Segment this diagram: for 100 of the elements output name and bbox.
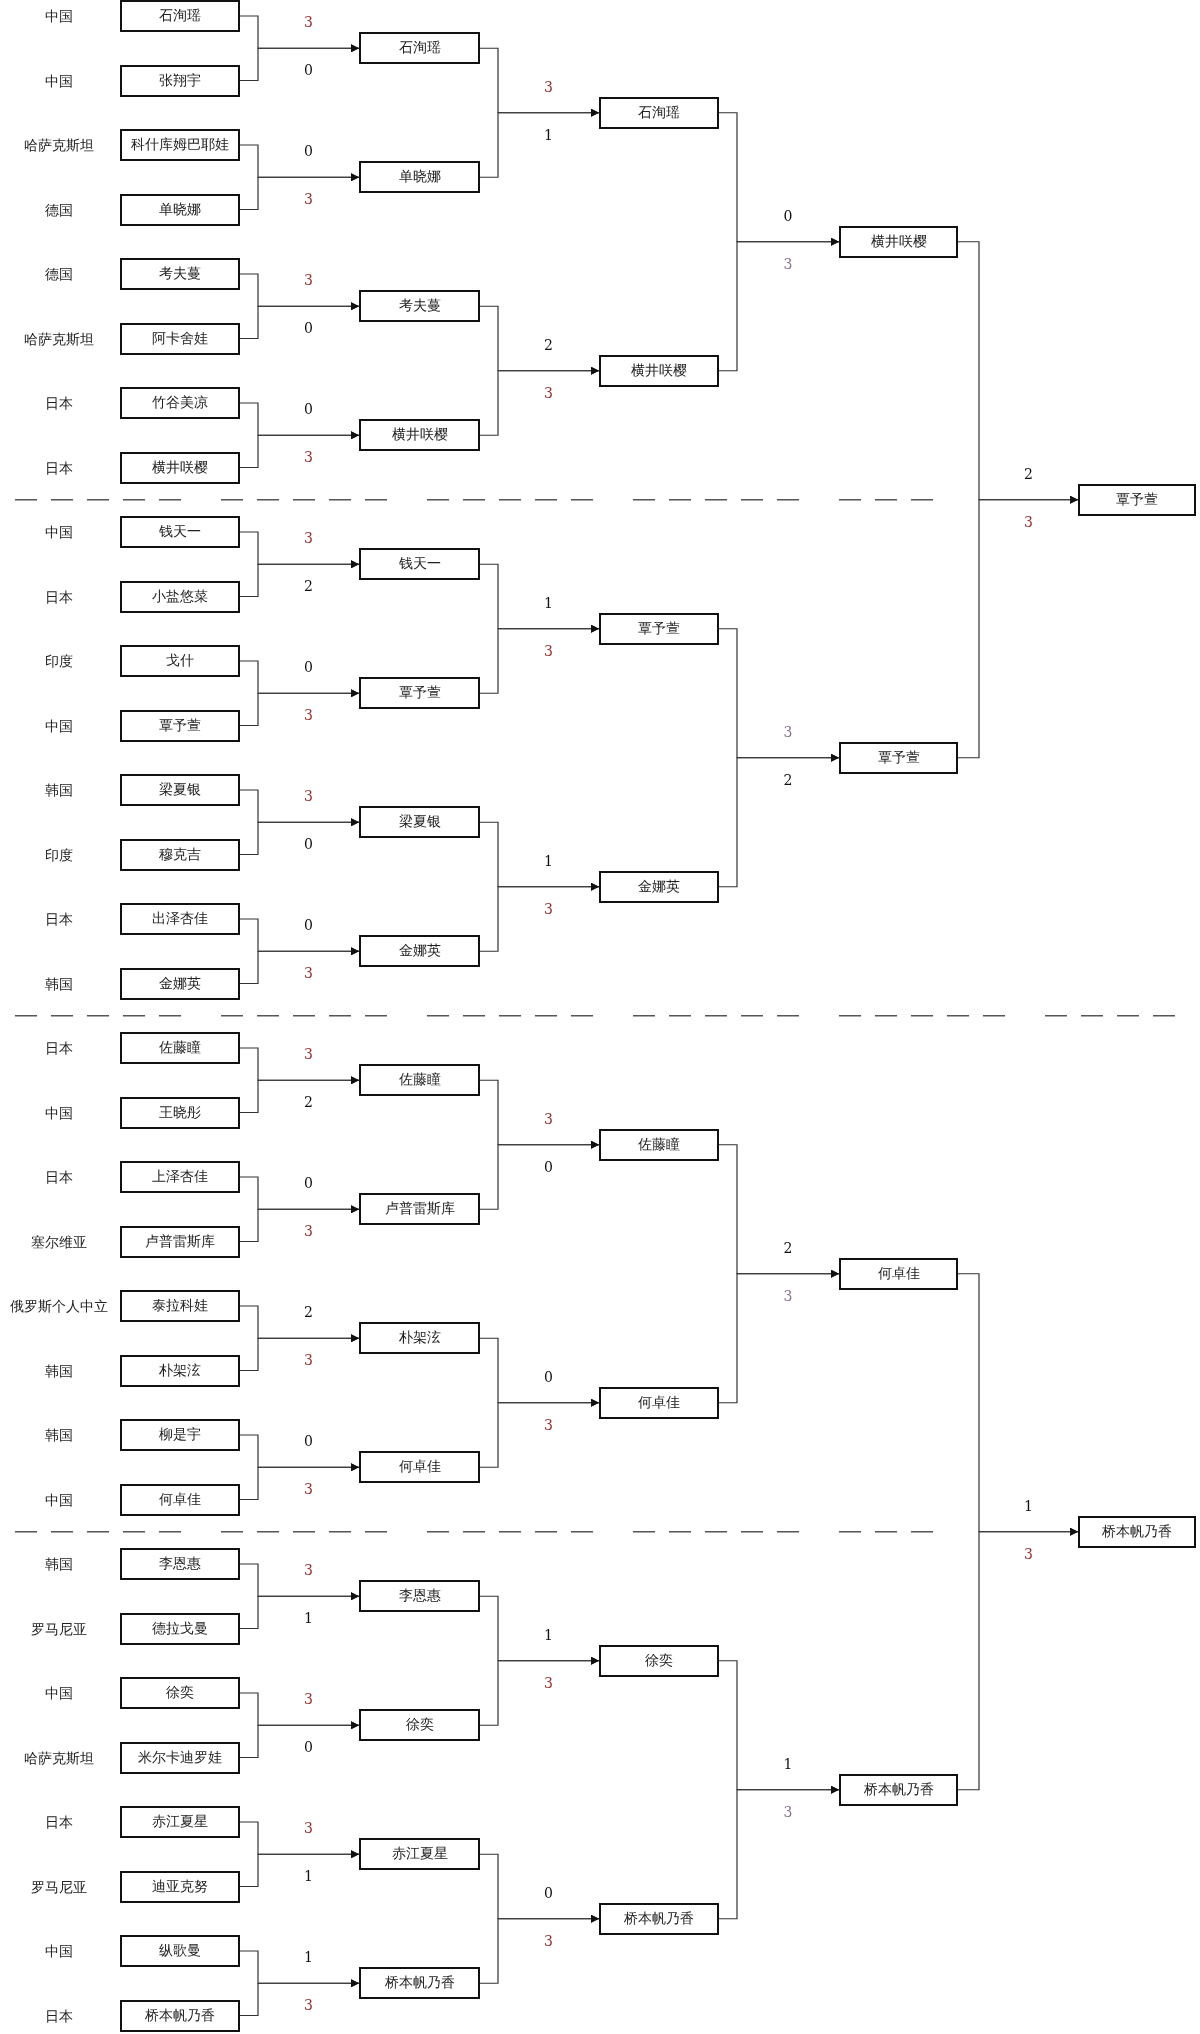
bracket-connector bbox=[957, 1527, 1079, 1791]
bracket-connector bbox=[239, 818, 360, 856]
player-box: 横井咲樱 bbox=[359, 419, 480, 452]
player-box: 张翔宇 bbox=[120, 64, 240, 97]
player-box: 桥本帆乃香 bbox=[599, 1902, 719, 1935]
player-box: 考夫蔓 bbox=[120, 258, 240, 290]
bracket-connector bbox=[479, 882, 600, 952]
player-box: 阿卡舍娃 bbox=[120, 322, 240, 355]
player-box: 金娜英 bbox=[359, 935, 480, 968]
player-box: 朴架泫 bbox=[359, 1322, 480, 1355]
player-box: 李恩惠 bbox=[120, 1548, 240, 1580]
player-box: 考夫蔓 bbox=[359, 290, 480, 323]
country-label: 中国 bbox=[44, 7, 74, 25]
player-box: 钱天一 bbox=[120, 516, 240, 548]
player-box: 上泽杏佳 bbox=[120, 1161, 240, 1193]
player-box: 佐藤瞳 bbox=[359, 1064, 480, 1097]
bracket-connector bbox=[718, 1269, 840, 1404]
player-box: 何卓佳 bbox=[839, 1257, 958, 1290]
bracket-connector bbox=[239, 302, 360, 340]
player-box: 佐藤瞳 bbox=[599, 1128, 719, 1161]
player-box: 徐奕 bbox=[359, 1709, 480, 1742]
country-label: 哈萨克斯坦 bbox=[23, 1748, 95, 1767]
bracket-connector bbox=[239, 1721, 360, 1759]
player-box: 徐奕 bbox=[599, 1644, 719, 1677]
player-box: 桥本帆乃香 bbox=[120, 1999, 240, 2032]
bracket-connector bbox=[239, 173, 360, 211]
bracket-connector bbox=[718, 1785, 840, 1920]
score-label: 3 bbox=[542, 1110, 555, 1127]
bracket-connector bbox=[479, 366, 600, 436]
bracket-connector bbox=[239, 947, 360, 985]
score-label: 2 bbox=[542, 336, 555, 353]
score-label: 0 bbox=[781, 207, 795, 224]
player-box: 卢普雷斯库 bbox=[359, 1193, 480, 1226]
player-box: 覃予萱 bbox=[599, 612, 719, 645]
score-label: 3 bbox=[781, 1287, 795, 1304]
score-label: 2 bbox=[781, 1239, 795, 1256]
bracket-connector bbox=[479, 108, 600, 178]
score-label: 0 bbox=[542, 1884, 555, 1901]
player-box: 桥本帆乃香 bbox=[839, 1773, 958, 1806]
player-box: 覃予萱 bbox=[839, 741, 958, 774]
player-box: 桥本帆乃香 bbox=[359, 1967, 480, 2000]
score-label: 3 bbox=[542, 900, 555, 917]
country-label: 印度 bbox=[44, 845, 74, 864]
player-box: 李恩惠 bbox=[359, 1580, 480, 1613]
bracket-connector bbox=[957, 495, 1079, 759]
player-box: 金娜英 bbox=[120, 967, 240, 1000]
country-label: 日本 bbox=[44, 1168, 74, 1186]
score-label: 3 bbox=[1022, 513, 1035, 530]
score-label: 3 bbox=[542, 1674, 555, 1691]
player-box: 米尔卡迪罗娃 bbox=[120, 1741, 240, 1774]
bracket-connector bbox=[239, 1979, 360, 2017]
bracket-connector bbox=[239, 689, 360, 727]
country-label: 日本 bbox=[44, 458, 74, 477]
score-label: 3 bbox=[542, 384, 555, 401]
country-label: 中国 bbox=[44, 1103, 74, 1122]
player-box: 徐奕 bbox=[120, 1677, 240, 1709]
country-label: 俄罗斯个人中立 bbox=[9, 1297, 109, 1315]
player-box: 竹谷美凉 bbox=[120, 387, 240, 419]
country-label: 德国 bbox=[44, 265, 74, 283]
bracket-connector bbox=[718, 237, 840, 372]
bracket-connector bbox=[239, 1850, 360, 1888]
bracket-connector bbox=[479, 1140, 600, 1210]
player-box: 梁夏银 bbox=[120, 774, 240, 806]
score-label: 2 bbox=[781, 771, 795, 788]
country-label: 中国 bbox=[44, 1490, 74, 1509]
score-label: 0 bbox=[542, 1158, 555, 1175]
score-label: 2 bbox=[1022, 465, 1035, 482]
player-box: 金娜英 bbox=[599, 870, 719, 903]
score-label: 3 bbox=[542, 642, 555, 659]
player-box: 梁夏银 bbox=[359, 806, 480, 839]
score-label: 0 bbox=[542, 1368, 555, 1385]
country-label: 日本 bbox=[44, 587, 74, 606]
country-label: 中国 bbox=[44, 523, 74, 541]
country-label: 罗马尼亚 bbox=[30, 1619, 88, 1638]
country-label: 中国 bbox=[44, 716, 74, 735]
bracket-connector bbox=[239, 1334, 360, 1372]
player-box: 卢普雷斯库 bbox=[120, 1225, 240, 1258]
bracket-connector bbox=[239, 1076, 360, 1114]
player-box: 何卓佳 bbox=[120, 1483, 240, 1516]
country-label: 中国 bbox=[44, 1942, 74, 1960]
player-box: 何卓佳 bbox=[599, 1386, 719, 1419]
player-box: 钱天一 bbox=[359, 548, 480, 581]
player-box: 石洵瑶 bbox=[359, 32, 480, 65]
bracket-connector bbox=[479, 1914, 600, 1984]
country-label: 日本 bbox=[44, 910, 74, 928]
player-box: 穆克吉 bbox=[120, 838, 240, 871]
country-label: 日本 bbox=[44, 394, 74, 412]
bracket-connector bbox=[239, 44, 360, 82]
bracket-connector bbox=[718, 753, 840, 888]
player-box: 出泽杏佳 bbox=[120, 903, 240, 935]
score-label: 3 bbox=[542, 1932, 555, 1949]
bracket-connector bbox=[479, 624, 600, 694]
player-box: 横井咲樱 bbox=[599, 354, 719, 387]
player-box: 横井咲樱 bbox=[839, 225, 958, 258]
score-label: 3 bbox=[781, 255, 795, 272]
player-box: 覃予萱 bbox=[1078, 483, 1196, 516]
country-label: 中国 bbox=[44, 71, 74, 90]
score-label: 3 bbox=[542, 78, 555, 95]
country-label: 日本 bbox=[44, 1813, 74, 1831]
player-box: 科什库姆巴耶娃 bbox=[120, 129, 240, 161]
